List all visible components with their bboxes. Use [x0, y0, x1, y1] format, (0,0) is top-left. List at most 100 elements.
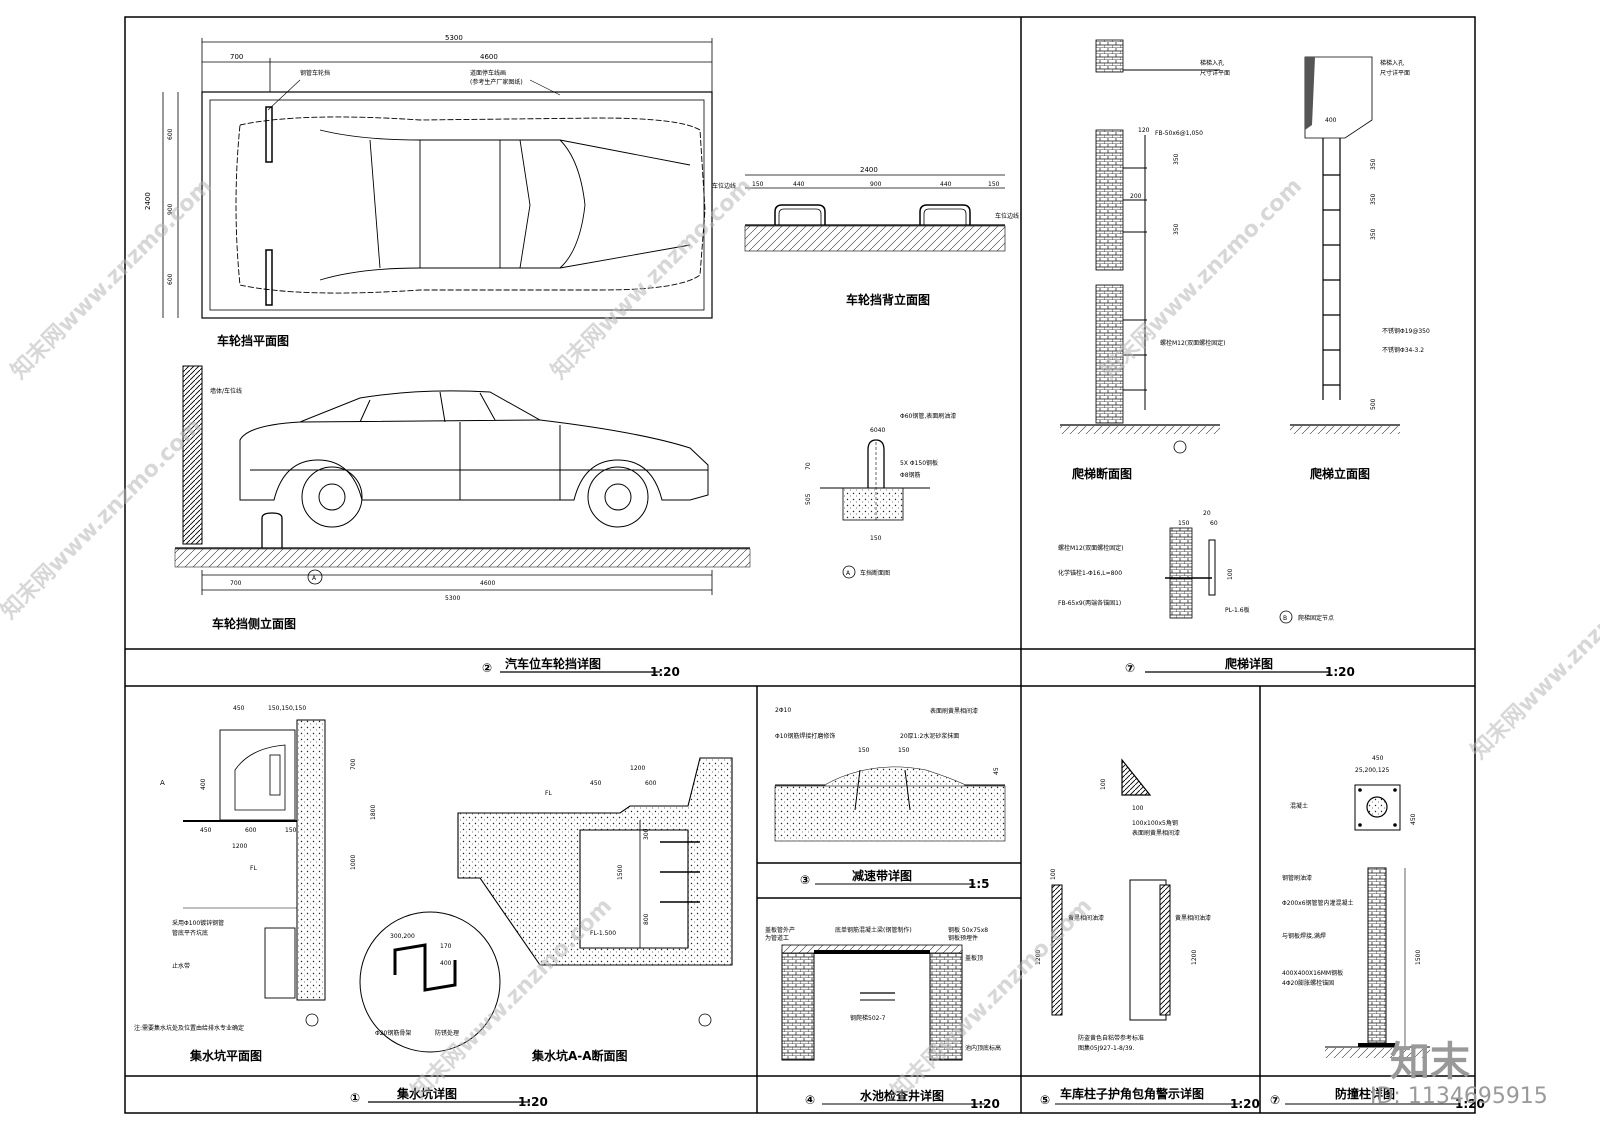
brand-watermark: 知末	[1390, 1039, 1470, 1085]
svg-text:150: 150	[285, 827, 297, 834]
svg-text:FL: FL	[545, 790, 552, 797]
svg-text:螺栓M12(双面螺栓固定): 螺栓M12(双面螺栓固定)	[1160, 339, 1226, 347]
svg-text:440: 440	[793, 181, 805, 188]
svg-text:350: 350	[1173, 223, 1180, 235]
wheel-stop-plan-title: 车轮挡平面图	[217, 333, 289, 348]
svg-text:Φ200x6钢管管内灌混凝土: Φ200x6钢管管内灌混凝土	[1282, 899, 1354, 907]
svg-text:与钢板焊接,满焊: 与钢板焊接,满焊	[1282, 932, 1326, 940]
svg-text:1:20: 1:20	[650, 665, 680, 679]
column-guard-detail: 100 100 100x100x5角钢 表面刷黄黑相间漆 黄黑相间油漆 黄黑相间…	[1035, 758, 1260, 1111]
svg-text:1200: 1200	[630, 765, 645, 772]
svg-text:⑤: ⑤	[1040, 1093, 1050, 1107]
svg-text:5X Φ150钢板: 5X Φ150钢板	[900, 459, 938, 467]
svg-text:2400: 2400	[860, 166, 878, 174]
svg-text:车位边线: 车位边线	[995, 212, 1019, 220]
wheel-stop-back-elev-title: 车轮挡背立面图	[846, 292, 930, 307]
svg-text:知末网www.znzmo.com: 知末网www.znzmo.com	[1096, 173, 1307, 384]
svg-text:1200: 1200	[232, 843, 247, 850]
svg-text:900: 900	[167, 203, 174, 215]
svg-text:(参考生产厂家图纸): (参考生产厂家图纸)	[470, 78, 523, 86]
svg-text:知末网www.znzmo.com: 知末网www.znzmo.com	[546, 173, 757, 384]
svg-text:150,150,150: 150,150,150	[268, 705, 306, 712]
wheel-stop-side-elevation: 墙体/车位线 700 4600 5300 A 车轮挡侧立面图	[174, 365, 751, 631]
svg-text:350: 350	[1370, 228, 1377, 240]
svg-text:尺寸详平面: 尺寸详平面	[1200, 69, 1230, 77]
svg-text:黄黑相间油漆: 黄黑相间油漆	[1068, 914, 1104, 922]
svg-text:600: 600	[167, 128, 174, 140]
svg-text:600: 600	[645, 780, 657, 787]
svg-text:Φ8钢筋: Φ8钢筋	[900, 471, 921, 479]
svg-text:450: 450	[1372, 755, 1384, 762]
svg-text:梯梯入孔: 梯梯入孔	[1380, 59, 1404, 67]
bollard-detail: 450 25,200,125 450 混凝土 钢管刷油漆 Φ200x6钢管管内灌…	[1270, 755, 1485, 1111]
svg-text:止水带: 止水带	[172, 962, 190, 970]
svg-text:不锈钢Φ34-3.2: 不锈钢Φ34-3.2	[1382, 346, 1424, 354]
svg-text:1500: 1500	[617, 865, 624, 880]
svg-text:700: 700	[230, 53, 243, 61]
svg-text:100: 100	[1100, 778, 1107, 790]
svg-text:100x100x5角钢: 100x100x5角钢	[1132, 819, 1178, 827]
svg-text:600: 600	[245, 827, 257, 834]
svg-text:4Φ20膨胀螺栓锚固: 4Φ20膨胀螺栓锚固	[1282, 979, 1334, 987]
speed-bump-detail: 2Φ10 Φ10钢筋焊接打磨修饰 20厚1:2水泥砂浆抹面 表面刷黄黑相间漆 1…	[774, 707, 1006, 891]
svg-text:汽车位车轮挡详图: 汽车位车轮挡详图	[505, 656, 601, 671]
panel2-footer: ② 汽车位车轮挡详图 1:20	[482, 656, 680, 679]
svg-text:350: 350	[1173, 153, 1180, 165]
ladder-node-title: 爬梯固定节点	[1298, 614, 1334, 622]
ladder-section-title: 爬梯断面图	[1071, 466, 1132, 481]
svg-text:600: 600	[167, 273, 174, 285]
image-id: ID: 1134695915	[1370, 1084, 1548, 1109]
svg-text:A: A	[160, 779, 165, 787]
svg-text:1200: 1200	[1035, 950, 1042, 965]
svg-text:400: 400	[200, 778, 207, 790]
svg-text:集水坑详图: 集水坑详图	[396, 1086, 457, 1101]
svg-text:45: 45	[993, 767, 1000, 775]
svg-text:150: 150	[1178, 520, 1190, 527]
svg-text:1:20: 1:20	[1325, 665, 1355, 679]
speed-bump-title: 减速带详图	[852, 868, 912, 883]
svg-text:200: 200	[1130, 193, 1142, 200]
svg-text:为管道工: 为管道工	[765, 934, 789, 942]
svg-text:170: 170	[440, 943, 452, 950]
svg-text:混凝土: 混凝土	[1290, 802, 1308, 810]
sump-plan-title: 集水坑平面图	[189, 1048, 262, 1063]
svg-text:管底平齐坑底: 管底平齐坑底	[172, 929, 208, 937]
bollard-title: 防撞柱详图	[1335, 1086, 1395, 1101]
svg-text:Φ10钢筋焊接打磨修饰: Φ10钢筋焊接打磨修饰	[775, 732, 835, 740]
svg-text:⑦: ⑦	[1270, 1093, 1280, 1107]
svg-text:知末网www.znzmo.com: 知末网www.znzmo.com	[0, 413, 207, 624]
svg-text:图集05J927-1-8/39.: 图集05J927-1-8/39.	[1078, 1044, 1134, 1052]
svg-text:500: 500	[1370, 398, 1377, 410]
svg-text:注:需要集水坑处及位置由给排水专业确定: 注:需要集水坑处及位置由给排水专业确定	[134, 1024, 244, 1032]
ladder-fixing-node: 150 20 60 螺栓M12(双面螺栓固定) 化学锚栓1-Φ16,L=800 …	[1058, 510, 1334, 624]
ladder-elevation-title: 爬梯立面图	[1309, 466, 1370, 481]
svg-text:螺栓M12(双面螺栓固定): 螺栓M12(双面螺栓固定)	[1058, 544, 1124, 552]
svg-text:底单钢筋混凝土梁(钢管制作): 底单钢筋混凝土梁(钢管制作)	[835, 926, 912, 934]
svg-text:钢管车轮挡: 钢管车轮挡	[300, 69, 330, 77]
svg-text:800: 800	[643, 913, 650, 925]
svg-text:450: 450	[1410, 813, 1417, 825]
svg-text:20厚1:2水泥砂浆抹面: 20厚1:2水泥砂浆抹面	[900, 732, 959, 740]
svg-text:6040: 6040	[870, 427, 885, 434]
svg-text:表面刷黄黑相间漆: 表面刷黄黑相间漆	[1132, 829, 1180, 837]
sump-section: 1200 450 600 FL FL-1.500 1500 300 800 30…	[359, 757, 733, 1063]
svg-text:尺寸详平面: 尺寸详平面	[1380, 69, 1410, 77]
svg-text:车位边线: 车位边线	[712, 182, 736, 190]
ladder-elevation: 梯梯入孔 尺寸详平面 400 350 350 350 不锈钢Φ19@350 不锈…	[1290, 56, 1430, 481]
svg-text:钢管刷油漆: 钢管刷油漆	[1282, 874, 1312, 882]
svg-text:4600: 4600	[480, 580, 495, 587]
wheel-stop-back-elevation: 2400 150 440 900 440 150 车位边线 车位边线 车轮挡背立…	[712, 166, 1019, 307]
svg-text:②: ②	[482, 661, 492, 675]
svg-text:防盗黄色自粘带参考标准: 防盗黄色自粘带参考标准	[1078, 1034, 1144, 1042]
svg-text:100: 100	[1132, 805, 1144, 812]
panel7-ladder-footer: ⑦ 爬梯详图 1:20	[1125, 656, 1355, 679]
svg-text:防锈处理: 防锈处理	[435, 1029, 459, 1037]
svg-text:150: 150	[988, 181, 1000, 188]
svg-text:150: 150	[752, 181, 764, 188]
svg-text:PL-1.6板: PL-1.6板	[1225, 606, 1250, 614]
svg-text:1500: 1500	[1415, 950, 1422, 965]
wheel-stop-section: 6040 70 505 150 Φ60钢管,表面刷油漆 5X Φ150钢板 Φ8…	[805, 412, 956, 579]
svg-text:梯梯入孔: 梯梯入孔	[1200, 59, 1224, 67]
svg-text:150: 150	[858, 747, 870, 754]
